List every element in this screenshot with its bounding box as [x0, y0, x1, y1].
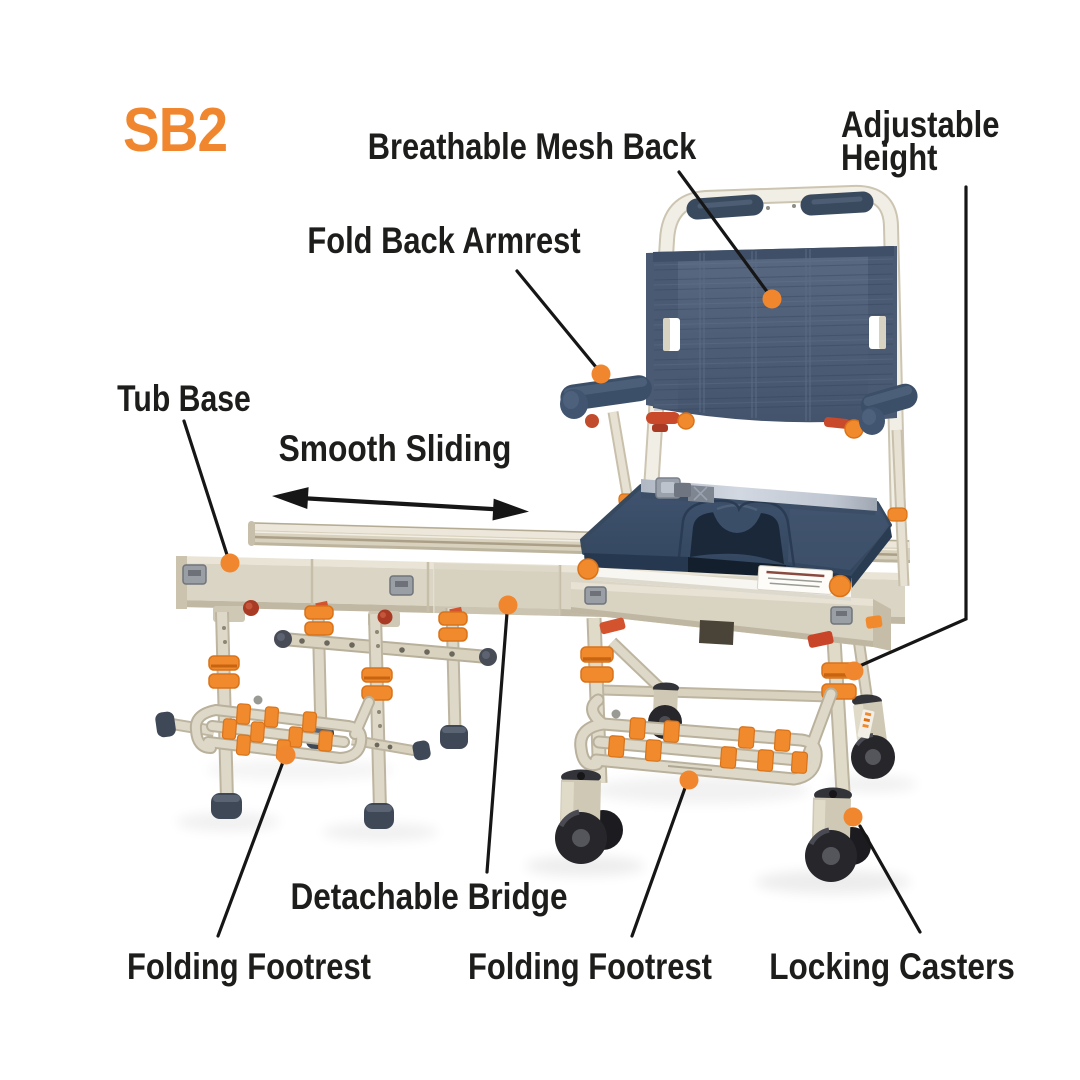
leader-footrest-right — [630, 786, 687, 938]
folding-footrest-right-part — [574, 687, 838, 786]
caster-rear-far — [851, 694, 895, 779]
mesh-back-panel — [646, 246, 897, 423]
seat-belt — [641, 477, 877, 511]
leader-tub-base — [182, 419, 231, 563]
caster-front-left — [555, 769, 623, 864]
dot-casters — [843, 807, 863, 827]
armrest-right — [859, 383, 918, 435]
label-mesh-back: Breathable Mesh Back — [367, 126, 697, 167]
dot-armrest — [591, 364, 611, 384]
leader-mesh-back — [677, 170, 773, 299]
seat-base — [571, 582, 891, 651]
model-logo: SB2 — [123, 96, 228, 165]
seat — [577, 477, 892, 601]
leader-adjustable-height — [853, 185, 968, 670]
callout-dots — [220, 289, 864, 827]
slide-arrow — [272, 487, 529, 521]
caster-front-right — [805, 787, 871, 882]
warning-sticker — [756, 565, 834, 595]
label-adjustable-height: Adjustable Height — [841, 104, 1000, 178]
label-tub-base: Tub Base — [117, 378, 251, 419]
label-smooth-sliding: Smooth Sliding — [278, 428, 512, 469]
arrow-head-left — [272, 487, 309, 509]
leader-bridge — [485, 611, 509, 874]
label-folding-footrest-left: Folding Footrest — [127, 946, 371, 987]
label-fold-back-armrest: Fold Back Armrest — [307, 220, 581, 261]
leg-clamps — [208, 605, 468, 701]
leader-lines — [182, 170, 968, 938]
slide-knob-left — [577, 558, 599, 580]
label-locking-casters: Locking Casters — [769, 946, 1015, 987]
label-detachable-bridge: Detachable Bridge — [290, 876, 568, 917]
leader-casters — [858, 824, 922, 934]
dot-mesh-back — [762, 289, 782, 309]
dot-adjustable-height — [844, 661, 864, 681]
mesh-notches — [663, 316, 886, 351]
dot-bridge — [498, 595, 518, 615]
dot-tub-base — [220, 553, 240, 573]
armrest-left — [560, 375, 652, 428]
folding-footrest-left-part — [189, 695, 375, 764]
backrest — [642, 184, 906, 519]
dot-footrest-left — [276, 745, 296, 765]
slide-knob-right — [828, 574, 852, 598]
dot-footrest-right — [679, 770, 699, 790]
backrest-hinges — [646, 412, 864, 439]
label-folding-footrest-right: Folding Footrest — [468, 946, 712, 987]
chair-assembly — [555, 184, 918, 882]
arrow-head-right — [492, 498, 529, 521]
leader-armrest — [515, 269, 602, 374]
leader-footrest-left — [216, 760, 285, 938]
tub-base-assembly — [155, 600, 497, 829]
